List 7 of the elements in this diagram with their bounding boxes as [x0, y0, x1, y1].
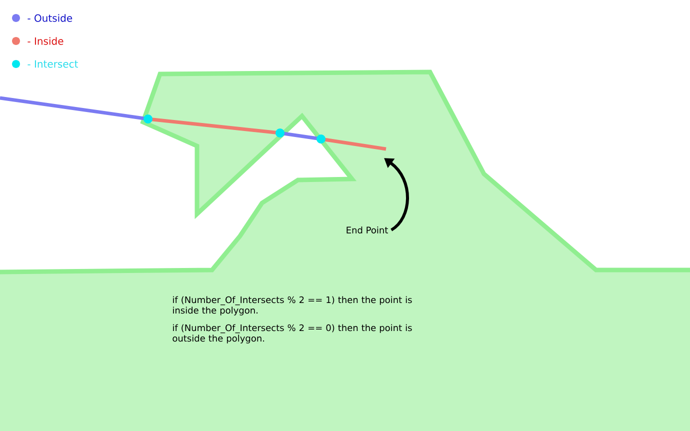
rule-text: if (Number_Of_Intersects % 2 == 1) then the point is inside the polygon.: [173, 296, 412, 316]
legend-label: - Intersect: [28, 60, 78, 68]
ray-drawing: [0, 96, 386, 151]
legend-label: - Outside: [28, 14, 72, 22]
legend-label: - Inside: [28, 37, 64, 45]
rule-text: if (Number_Of_Intersects % 2 == 0) then the point is outside the polygon.: [172, 324, 412, 344]
point-label: End Point: [346, 226, 388, 234]
